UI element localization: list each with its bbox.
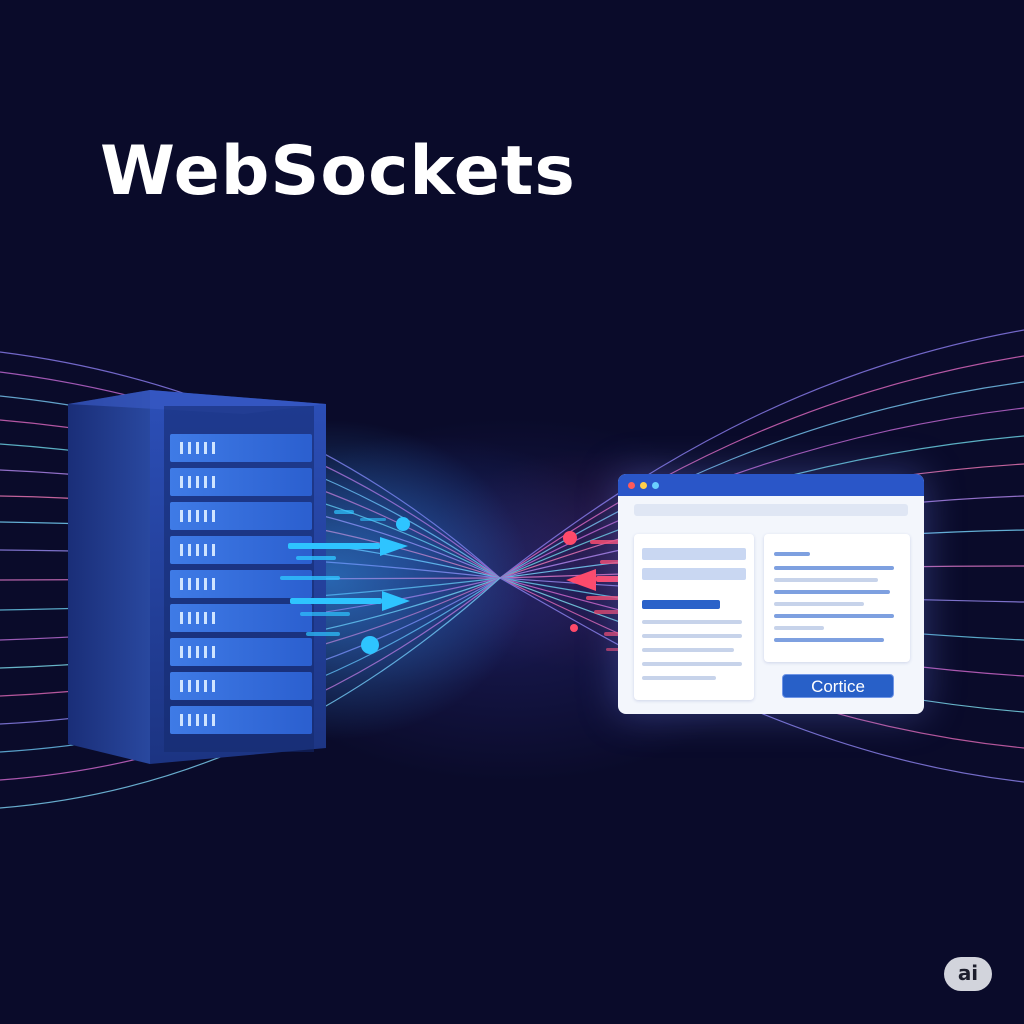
text-line [642, 620, 742, 624]
text-line [642, 568, 746, 580]
text-line [642, 600, 720, 609]
text-line [642, 648, 734, 652]
text-line [774, 578, 878, 582]
text-line [774, 590, 890, 594]
text-line [774, 552, 810, 556]
text-line [774, 626, 824, 630]
arrow-right-icon [280, 510, 410, 654]
browser-title-bar [618, 474, 924, 496]
cortice-button[interactable]: Cortice [782, 674, 894, 698]
text-line [642, 662, 742, 666]
address-bar [634, 504, 908, 516]
server-rack-icon [68, 390, 326, 764]
server-slot-indicators [180, 442, 215, 726]
text-line [774, 638, 884, 642]
browser-left-pane [634, 534, 754, 700]
text-line [642, 548, 746, 560]
page-title: WebSockets [100, 132, 576, 211]
text-line [642, 634, 742, 638]
maximize-dot-icon [652, 482, 659, 489]
close-dot-icon [628, 482, 635, 489]
ai-badge: ai [944, 957, 992, 991]
minimize-dot-icon [640, 482, 647, 489]
text-line [774, 602, 864, 606]
browser-window-icon: Cortice [618, 474, 924, 714]
text-line [774, 614, 894, 618]
browser-right-pane [764, 534, 910, 662]
text-line [774, 566, 894, 570]
text-line [642, 676, 716, 680]
server-slots [170, 434, 312, 734]
